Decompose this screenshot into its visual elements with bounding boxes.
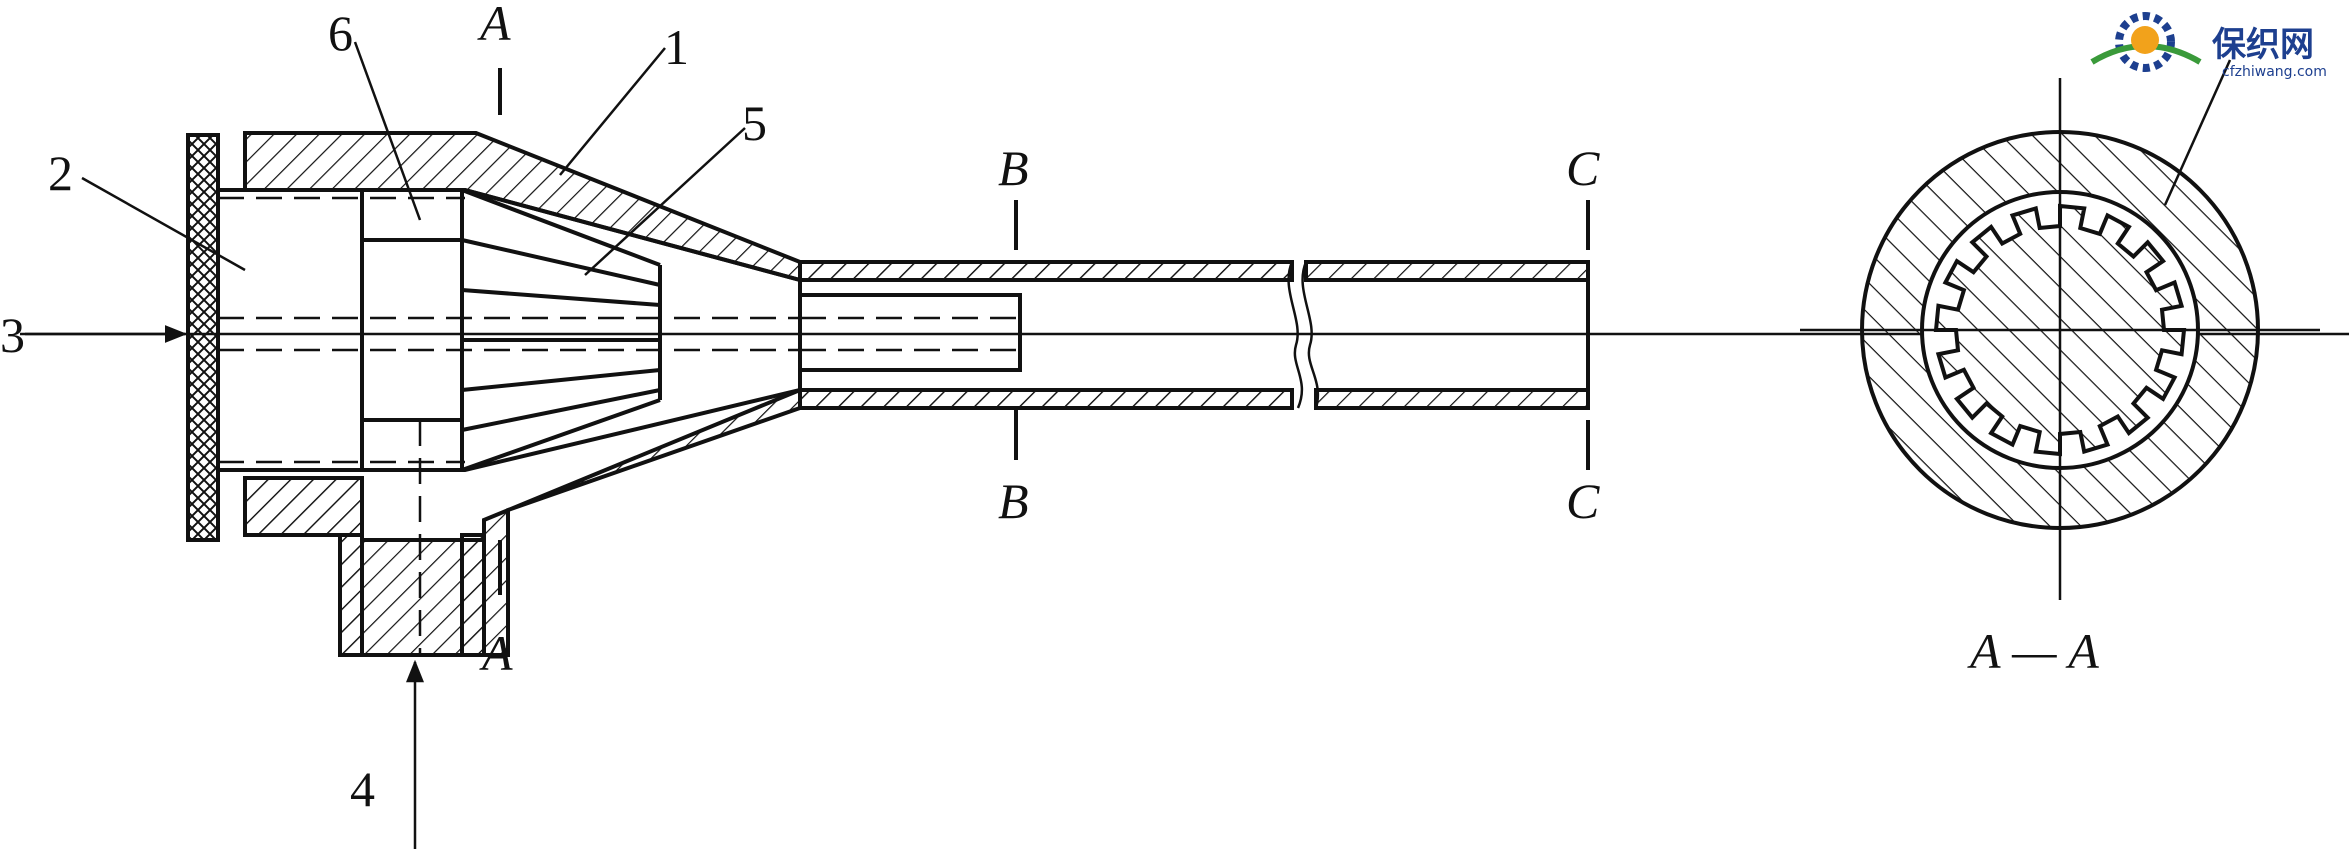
- break-line-left: [1287, 261, 1304, 409]
- housing-upper-wall: [243, 131, 1294, 282]
- inner-nozzle-insert: [798, 293, 1022, 372]
- side-inlet-wall-left: [338, 533, 364, 657]
- side-inlet-wall-right: [460, 533, 486, 657]
- housing-lower-wall: [243, 388, 1294, 657]
- conical-blades-part5: [461, 188, 662, 472]
- tube-segment-left: [798, 260, 1294, 282]
- label-part4: 4: [350, 761, 375, 817]
- label-part3: 3: [0, 307, 25, 363]
- label-part1: 1: [664, 19, 689, 75]
- section-view-a-a: [1800, 78, 2320, 600]
- end-plate: [186, 133, 220, 542]
- watermark-name: 保织网: [2212, 25, 2314, 65]
- label-part5: 5: [742, 95, 767, 151]
- watermark-url: cfzhiwang.com: [2222, 64, 2327, 80]
- label-section-c-top: C: [1566, 140, 1600, 196]
- ring-part6: [360, 188, 464, 472]
- label-part2: 2: [48, 145, 73, 201]
- watermark-logo: 保织网 cfzhiwang.com: [2090, 12, 2327, 80]
- break-line-right: [1301, 261, 1320, 409]
- label-section-view-title: A — A: [1967, 623, 2099, 679]
- label-section-b-top: B: [998, 140, 1029, 196]
- tube-segment-right: [1304, 260, 1590, 282]
- label-section-b-bottom: B: [998, 473, 1029, 529]
- label-section-c-bottom: C: [1566, 473, 1600, 529]
- gear-icon: [2115, 12, 2175, 72]
- label-part6: 6: [328, 5, 353, 61]
- label-section-a-top: A: [477, 0, 511, 51]
- label-section-a-bottom: A: [479, 625, 513, 681]
